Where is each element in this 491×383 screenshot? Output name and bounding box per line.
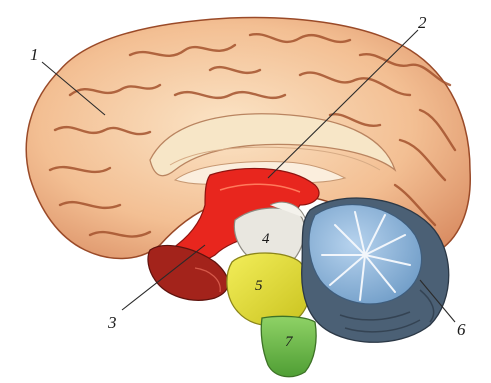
label-1: 1: [30, 45, 39, 64]
label-6: 6: [457, 320, 466, 339]
label-4: 4: [262, 231, 270, 247]
label-5: 5: [255, 278, 263, 294]
pons: [227, 253, 310, 326]
label-2: 2: [418, 13, 427, 32]
label-3: 3: [107, 313, 117, 332]
